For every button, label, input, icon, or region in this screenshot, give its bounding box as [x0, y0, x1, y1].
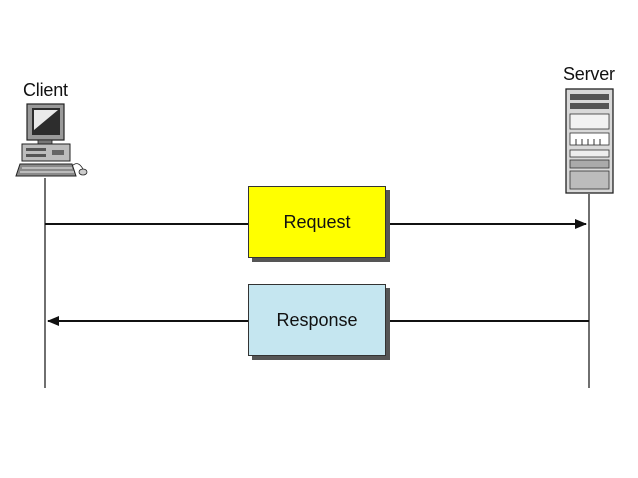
request-label: Request [283, 211, 351, 232]
server-label: Server [563, 64, 615, 84]
request-message-box: Request [248, 186, 386, 258]
client-computer-icon [15, 103, 88, 177]
server-tower-icon [565, 88, 614, 194]
response-label: Response [276, 309, 358, 330]
client-label: Client [23, 80, 68, 100]
response-message-box: Response [248, 284, 386, 356]
